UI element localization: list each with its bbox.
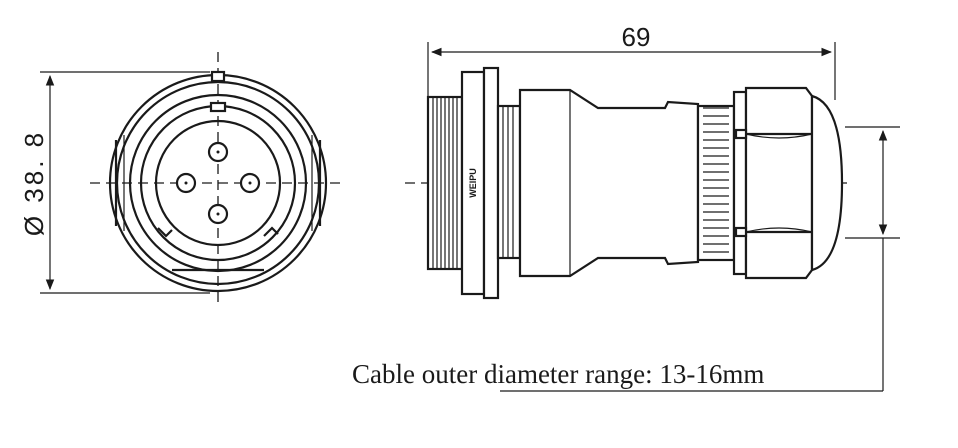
front-thread-lines [432, 97, 458, 269]
gland-slot-bottom [734, 226, 748, 238]
gland-hex-curve-top [745, 133, 813, 139]
main-body [518, 88, 700, 278]
rear-thread-body [696, 104, 736, 262]
nut-thread-body [496, 104, 522, 260]
gland-slot-top [734, 128, 748, 140]
pin-right-center [248, 181, 252, 185]
front-insert-face [154, 119, 282, 247]
brand-mark: WEIPU [468, 168, 478, 198]
side-view: WEIPU [405, 22, 900, 392]
rear-thread-lines [703, 107, 729, 253]
gland-hex-curve-bottom [745, 227, 813, 233]
gland-seal-dome [810, 94, 844, 272]
front-bayonet-left [157, 227, 173, 238]
nut-thread-lines [502, 106, 514, 258]
pin-left-center [184, 181, 188, 185]
front-bayonet-right [263, 226, 279, 237]
front-top-key [210, 70, 226, 83]
cable-range-caption: Cable outer diameter range: 13-16mm [352, 359, 764, 389]
gland-nut-collar [732, 90, 748, 276]
front-view: Ø 38. 8 [19, 52, 345, 308]
front-inner-key [209, 101, 227, 113]
panel-flange-lip [482, 66, 500, 300]
length-label: 69 [622, 22, 651, 52]
pin-bottom-center [216, 212, 220, 216]
pin-top-center [216, 150, 220, 154]
front-coupling-ring [128, 93, 308, 273]
gland-hex-nut [744, 86, 814, 280]
diameter-label: Ø 38. 8 [19, 130, 49, 236]
